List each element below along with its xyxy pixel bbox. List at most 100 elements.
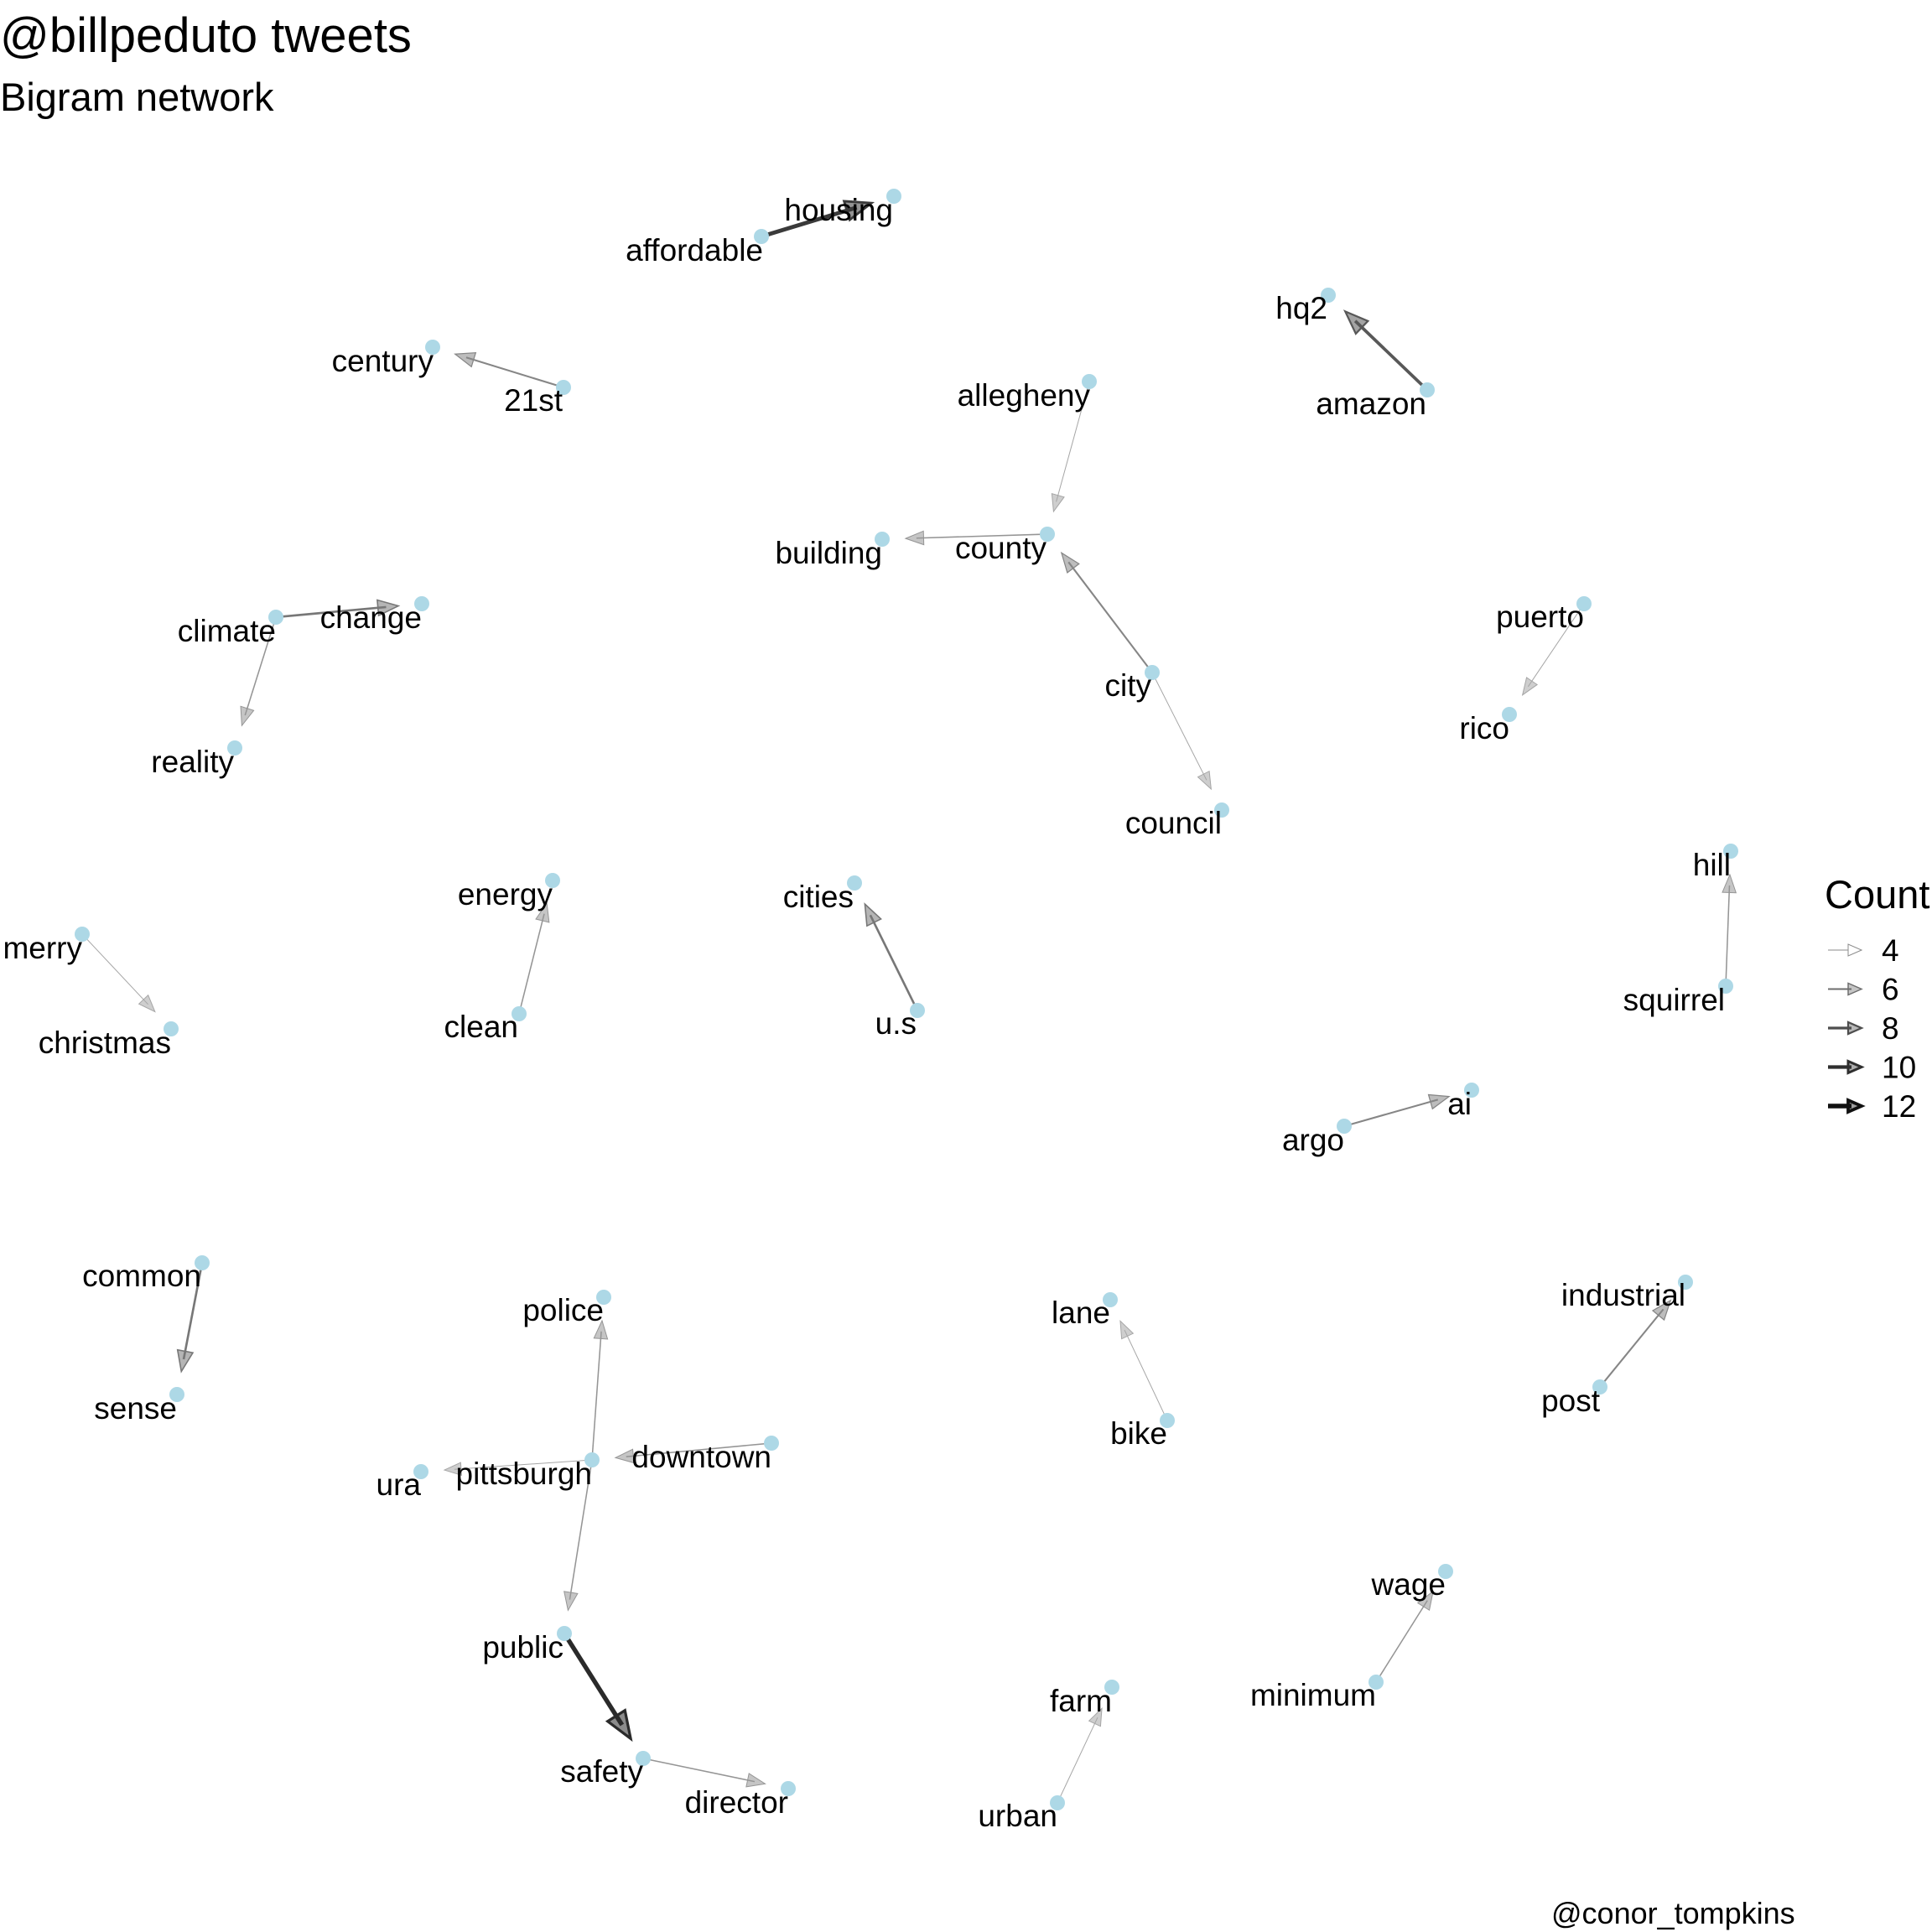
edge-safety-director [644, 1758, 766, 1788]
edge-arrowhead [904, 530, 925, 546]
node-clean [512, 1006, 527, 1021]
edge-arrowhead [745, 1773, 766, 1788]
edge-arrowhead [454, 351, 477, 368]
edge-line [1600, 1308, 1665, 1387]
edge-pittsburgh-ura [443, 1459, 591, 1476]
legend-arrow [1828, 1059, 1865, 1075]
node-21st [556, 380, 571, 395]
node-bike [1160, 1413, 1175, 1428]
edge-city-council [1152, 673, 1212, 791]
node-u.s [910, 1003, 925, 1018]
node-label-sense: sense [94, 1391, 177, 1426]
edge-arrowhead [1119, 1320, 1135, 1340]
legend-arrow [1828, 1098, 1866, 1114]
edge-u.s-cities [864, 902, 918, 1010]
node-label-city: city [1105, 668, 1152, 703]
edge-line [518, 913, 545, 1013]
edge-post-industrial [1600, 1299, 1672, 1387]
node-hill [1723, 844, 1738, 859]
legend-arrowhead [1846, 1059, 1865, 1075]
edge-arrowhead [1416, 1590, 1434, 1612]
node-energy [545, 873, 560, 888]
node-label-ai: ai [1447, 1087, 1472, 1121]
node-council [1214, 802, 1229, 818]
node-reality [227, 740, 242, 756]
node-city [1145, 665, 1160, 680]
edge-line [1067, 561, 1152, 673]
node-minimum [1368, 1675, 1384, 1690]
node-label-allegheny: allegheny [958, 378, 1091, 413]
node-christmas [164, 1021, 179, 1036]
edge-clean-energy [518, 901, 550, 1013]
legend-label: 10 [1882, 1051, 1916, 1085]
node-label-affordable: affordable [626, 233, 763, 267]
edge-line [1376, 1600, 1428, 1681]
node-label-director: director [685, 1785, 788, 1820]
node-label-lane: lane [1052, 1296, 1110, 1330]
node-farm [1104, 1680, 1119, 1695]
node-label-rico: rico [1459, 711, 1509, 745]
edge-21st-century [454, 351, 563, 388]
edge-line [465, 356, 563, 388]
node-public [557, 1626, 572, 1641]
node-label-change: change [320, 600, 422, 635]
edge-arrowhead [376, 599, 401, 617]
edge-climate-reality [240, 618, 277, 727]
edge-arrowhead [1197, 770, 1212, 791]
node-building [875, 532, 890, 547]
edge-line [1725, 885, 1731, 985]
legend-key-8: 8 [1828, 1011, 1899, 1046]
node-common [195, 1255, 210, 1270]
edge-squirrel-hill [1722, 873, 1737, 985]
legend-key-12: 12 [1828, 1089, 1916, 1124]
edge-line [626, 1442, 771, 1457]
node-wage [1438, 1564, 1453, 1579]
chart-caption: @conor_tompkins [1551, 1896, 1795, 1930]
edge-line [569, 1461, 593, 1600]
edge-arrowhead [864, 902, 882, 927]
edge-line [182, 1264, 203, 1360]
edge-arrowhead [535, 901, 550, 923]
edge-arrowhead [240, 705, 255, 727]
edge-line [1057, 1716, 1098, 1802]
node-industrial [1678, 1275, 1693, 1290]
edge-minimum-wage [1376, 1590, 1434, 1681]
node-label-minimum: minimum [1250, 1678, 1376, 1712]
edge-pittsburgh-police [591, 1319, 609, 1459]
edge-arrowhead [1722, 873, 1737, 894]
node-change [414, 596, 429, 611]
chart-subtitle: Bigram network [0, 75, 274, 119]
node-label-industrial: industrial [1561, 1278, 1685, 1312]
edge-arrowhead [1651, 1299, 1672, 1322]
edge-city-county [1060, 551, 1152, 673]
node-cities [847, 875, 862, 891]
node-label-urban: urban [978, 1799, 1057, 1833]
edge-arrowhead [1343, 309, 1370, 335]
node-label-u.s: u.s [875, 1006, 917, 1041]
node-label-hill: hill [1693, 848, 1731, 882]
legend-arrowhead [1846, 1098, 1866, 1114]
node-merry [75, 927, 90, 942]
node-amazon [1420, 382, 1435, 397]
edge-line [916, 533, 1046, 539]
edge-line [454, 1459, 591, 1470]
node-rico [1502, 707, 1517, 722]
edge-line [277, 605, 387, 619]
node-allegheny [1082, 374, 1097, 389]
legend-arrow [1828, 943, 1863, 957]
node-label-climate: climate [178, 614, 276, 648]
node-housing [886, 189, 901, 204]
edge-common-sense [176, 1264, 203, 1374]
edge-line [1152, 673, 1208, 781]
node-label-safety: safety [560, 1754, 643, 1789]
node-label-county: county [955, 531, 1047, 565]
node-label-cities: cities [783, 880, 854, 914]
legend-label: 8 [1882, 1011, 1899, 1046]
legend-arrow [1828, 1021, 1864, 1036]
node-label-hq2: hq2 [1275, 291, 1327, 325]
node-label-bike: bike [1110, 1416, 1167, 1451]
node-label-common: common [82, 1259, 201, 1293]
legend-arrowhead [1846, 1021, 1864, 1036]
node-sense [169, 1387, 184, 1402]
